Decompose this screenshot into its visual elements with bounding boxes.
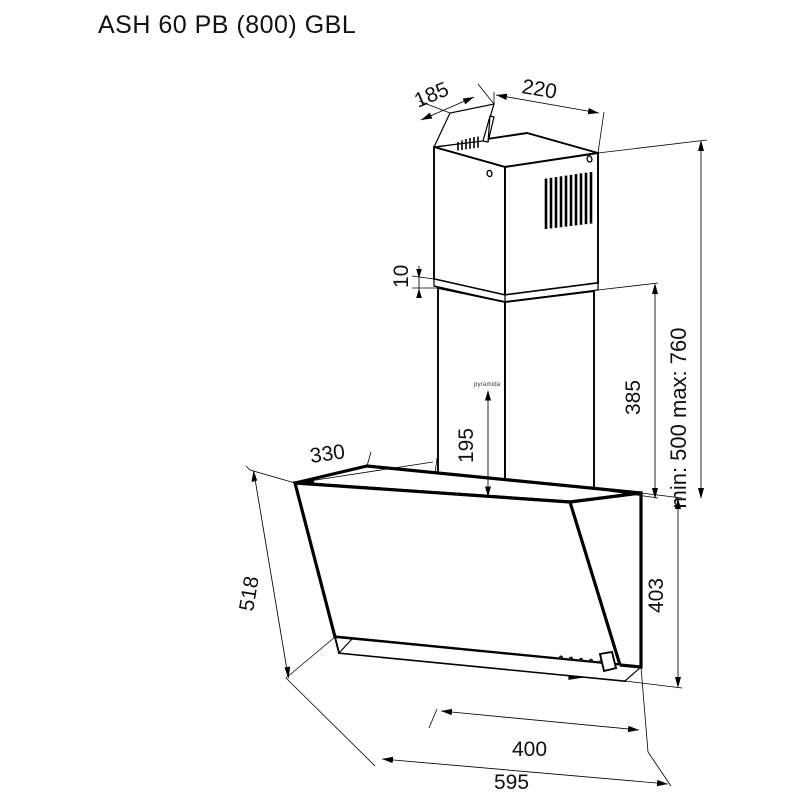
dimension-403-arrow-bottom: [675, 677, 681, 688]
dimension-385-label: 385: [622, 380, 645, 415]
control-button-1[interactable]: [559, 655, 563, 660]
control-button-5[interactable]: [599, 659, 603, 664]
dimension-10-label: 10: [390, 265, 413, 288]
screw-icon-left: [486, 169, 493, 178]
dimension-330: 330: [302, 440, 438, 484]
hood-corner-bevel: [619, 663, 642, 669]
dimension-height-range: min: 500 max: 760: [597, 139, 708, 509]
dimension-range-arrow-bottom: [698, 488, 704, 499]
dimension-range-label: min: 500 max: 760: [666, 328, 691, 509]
dimension-595: 595: [285, 677, 672, 794]
dimension-518-arrow-bottom: [284, 666, 291, 679]
dimension-185-label: 185: [411, 78, 452, 113]
dimension-220: 220: [493, 75, 605, 154]
dimension-403-arrow-top: [675, 498, 681, 509]
chimney-upper-front-face: [433, 145, 506, 297]
dimension-195: 195: [455, 390, 491, 497]
dimension-195-arrow-top: [485, 390, 491, 401]
chimney-lower: pyramida: [437, 286, 595, 499]
dimension-330-label: 330: [308, 440, 346, 468]
page-title: ASH 60 PB (800) GBL: [98, 11, 356, 39]
dimension-10: 10: [390, 265, 438, 298]
hood-handle-detail: [598, 650, 618, 673]
dimension-range-arrow-top: [698, 140, 704, 151]
vent-grille-right: [544, 172, 593, 229]
dimension-195-label: 195: [455, 428, 478, 463]
dimension-385-arrow-bottom: [652, 488, 658, 499]
screw-icon-right: [586, 155, 593, 163]
chimney-top-damper: [432, 103, 495, 151]
dimension-220-line: [495, 93, 600, 115]
dimension-518-label: 518: [235, 574, 263, 612]
dimension-400-label: 400: [512, 738, 547, 761]
dimension-385: 385: [593, 282, 659, 499]
control-button-2[interactable]: [569, 656, 573, 661]
dimension-195-arrow-bottom: [485, 486, 491, 497]
brand-logo-text: pyramida: [474, 382, 501, 388]
dimension-595-label: 595: [494, 771, 529, 794]
hood-body: [292, 464, 643, 683]
chimney-lower-right-face: [504, 289, 595, 499]
control-button-4[interactable]: [589, 658, 593, 663]
vent-grille-top: [457, 136, 479, 151]
dimension-330-line: [302, 461, 434, 484]
chimney-upper: [433, 132, 599, 297]
dimension-400: 400: [428, 666, 649, 761]
chimney-lower-front-face: [437, 286, 506, 499]
dimension-220-label: 220: [520, 75, 558, 103]
dimension-518-arrow-top: [251, 470, 258, 482]
helper-extension-left: [245, 465, 251, 471]
control-button-3[interactable]: [579, 657, 583, 662]
dimension-10-arrow-top: [416, 269, 422, 279]
dimension-403-label: 403: [645, 578, 668, 613]
dimension-595-line: [381, 756, 669, 787]
dimension-185-line: [420, 96, 475, 121]
dimension-10-arrow-bottom: [416, 288, 422, 298]
control-panel[interactable]: [559, 655, 603, 664]
dimension-518: 518: [235, 469, 336, 679]
dimension-385-arrow-top: [652, 283, 658, 294]
dimension-400-line: [440, 708, 640, 733]
dimension-403: 403: [624, 492, 683, 689]
dimension-518-line: [253, 472, 289, 677]
